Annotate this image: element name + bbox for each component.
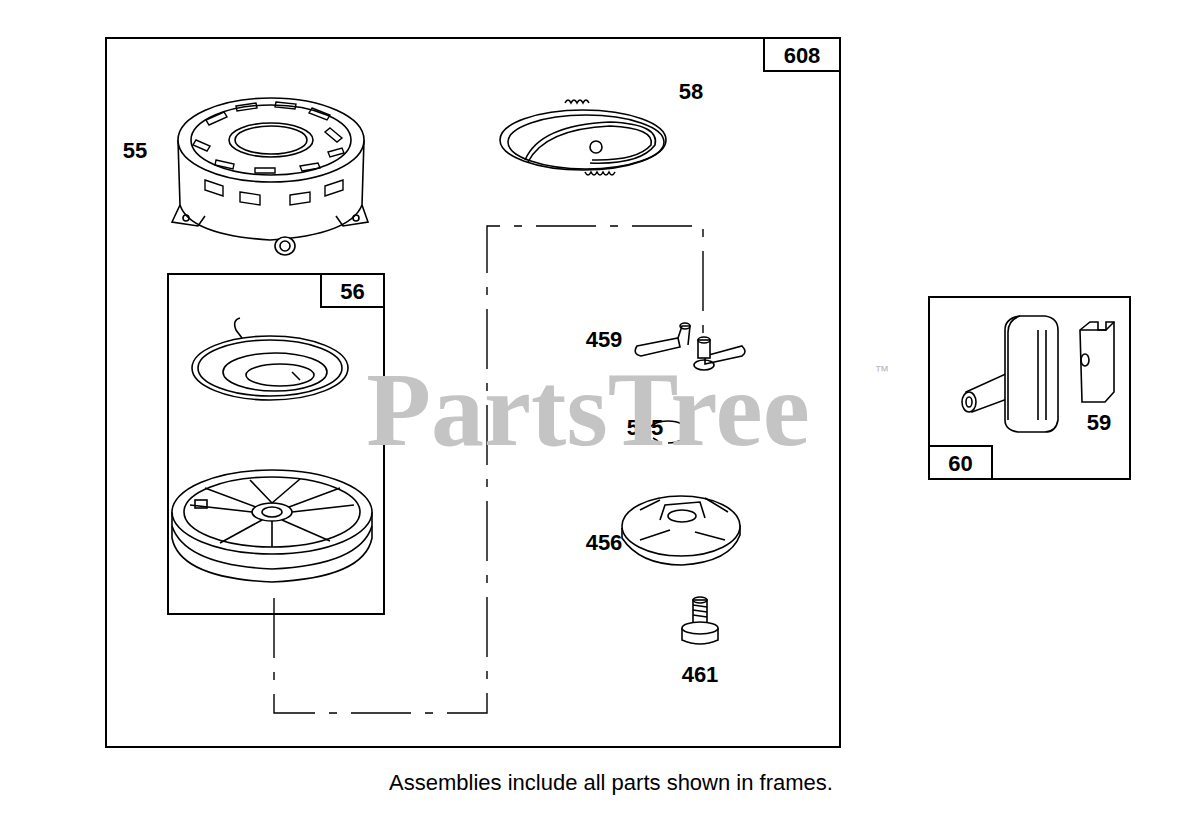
watermark: PartsTree bbox=[366, 355, 809, 465]
starter-pulley bbox=[172, 470, 372, 582]
recoil-spring bbox=[192, 318, 348, 400]
pawl-retainer bbox=[622, 496, 740, 565]
handle-insert bbox=[1080, 322, 1114, 402]
starter-rope bbox=[500, 100, 666, 175]
frame-number: 608 bbox=[763, 39, 839, 72]
frame-number: 60 bbox=[930, 445, 993, 478]
screw bbox=[682, 597, 718, 644]
callout-number: 58 bbox=[679, 79, 703, 105]
callout-number: 55 bbox=[123, 138, 147, 164]
callout-number: 59 bbox=[1087, 410, 1111, 436]
assembly-frame: 60 bbox=[928, 296, 1131, 480]
callout-number: 459 bbox=[586, 327, 623, 353]
watermark-mark: ™ bbox=[875, 362, 890, 379]
callout-number: 456 bbox=[586, 530, 623, 556]
callout-number: 461 bbox=[682, 662, 719, 688]
starter-housing bbox=[172, 98, 368, 255]
caption: Assemblies include all parts shown in fr… bbox=[389, 770, 833, 796]
assembly-leader bbox=[274, 226, 703, 713]
frame-number: 56 bbox=[320, 275, 383, 308]
assembly-frame: 56 bbox=[167, 273, 385, 615]
starter-handle bbox=[962, 316, 1058, 432]
